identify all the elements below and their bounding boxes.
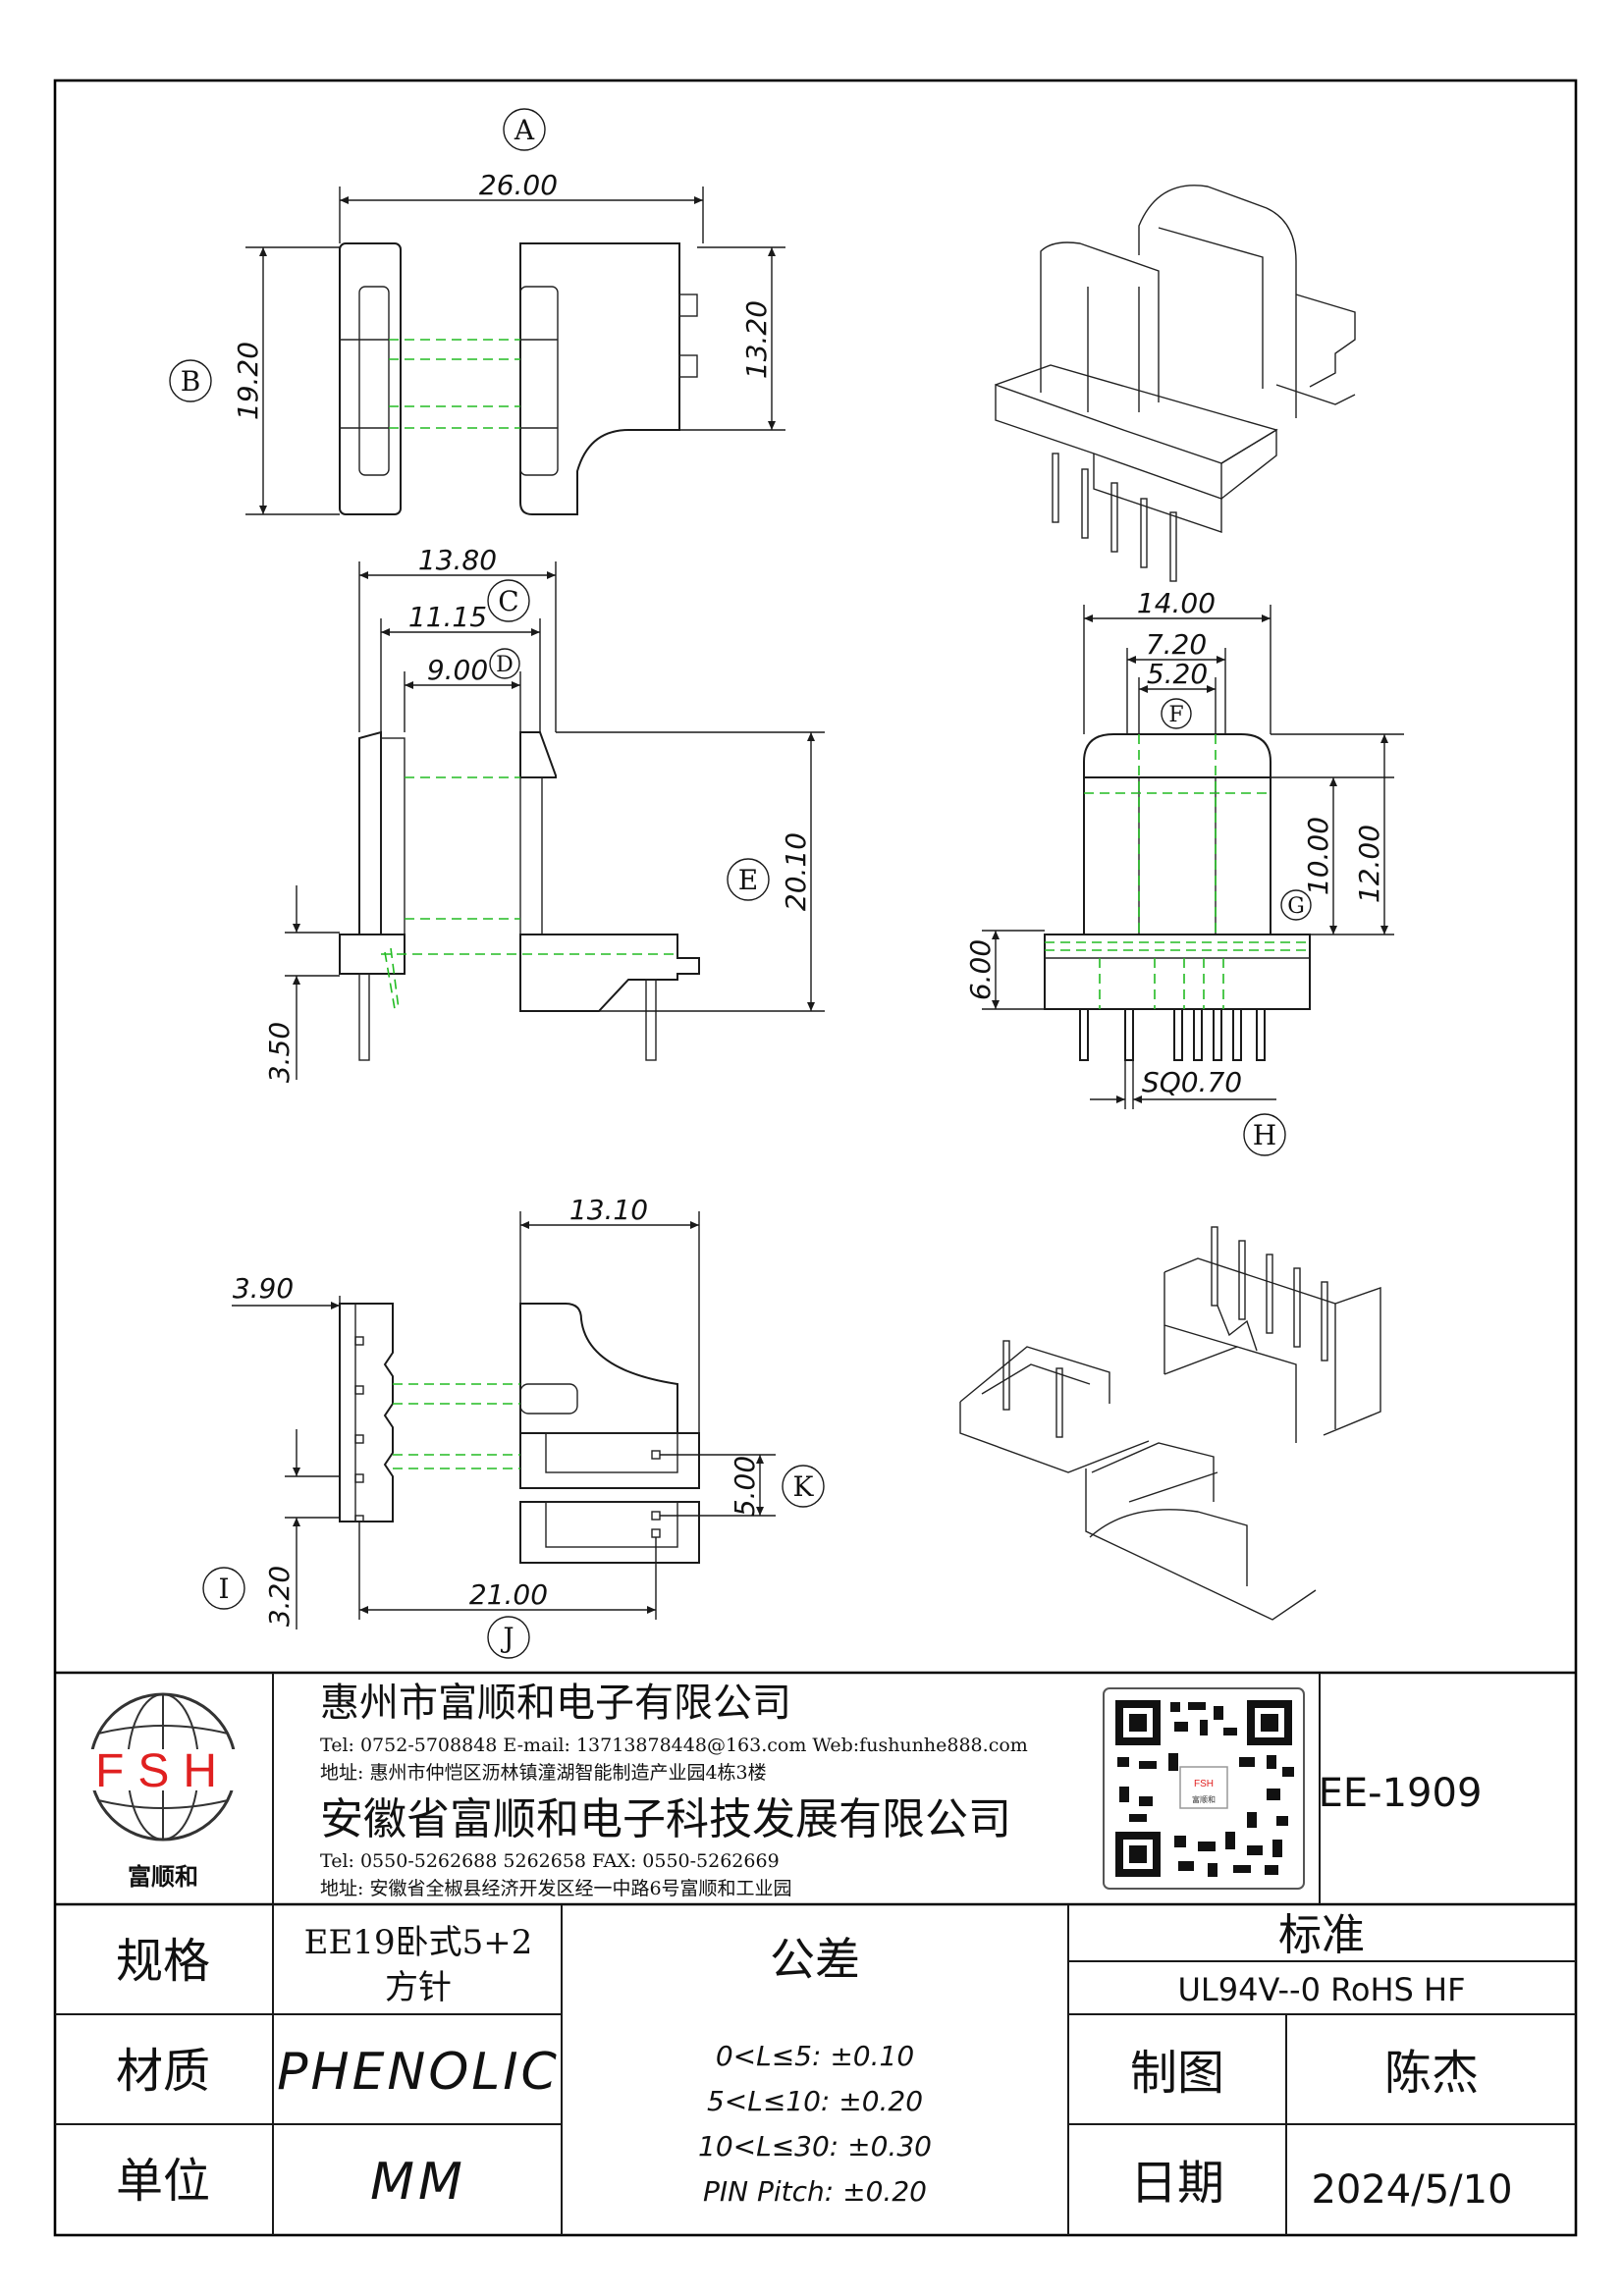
dim-sq: SQ0.70 <box>1142 1066 1242 1098</box>
tolerance-row-4: PIN Pitch: ±0.20 <box>703 2175 927 2208</box>
isometric-view-top <box>995 185 1356 582</box>
label-A: A <box>514 114 535 146</box>
dim-11-15: 11.15 <box>408 601 487 633</box>
dim-7-20: 7.20 <box>1146 628 1207 661</box>
label-C: C <box>498 585 518 617</box>
material-label: 材质 <box>116 2044 210 2099</box>
label-K: K <box>793 1470 815 1503</box>
qr-logo-text: FSH <box>1194 1779 1214 1789</box>
tolerance-label: 公差 <box>770 1933 860 1986</box>
company-name-1: 惠州市富顺和电子有限公司 <box>320 1681 791 1726</box>
label-B: B <box>181 365 201 398</box>
standard-value: UL94V--0 RoHS HF <box>1178 1971 1466 2008</box>
dim-21-00: 21.00 <box>469 1578 548 1611</box>
drawn-value: 陈杰 <box>1384 2046 1479 2101</box>
dim-5-00: 5.00 <box>729 1456 761 1517</box>
sheet-border <box>53 79 1578 2237</box>
logo-name: 富顺和 <box>128 1862 198 1891</box>
top-view: 26.00 19.20 13.20 A B <box>169 108 785 515</box>
dim-19-20: 19.20 <box>232 342 264 420</box>
tolerance-row-1: 0<L≤5: ±0.10 <box>716 2040 914 2072</box>
label-J: J <box>500 1622 514 1654</box>
date-value: 2024/5/10 <box>1311 2167 1512 2213</box>
drawn-label: 制图 <box>1130 2046 1224 2101</box>
qr-logo-name: 富顺和 <box>1192 1794 1216 1804</box>
standard-label: 标准 <box>1278 1910 1365 1960</box>
date-label: 日期 <box>1130 2156 1224 2211</box>
dim-6-00: 6.00 <box>964 939 997 1000</box>
unit-value: MM <box>370 2153 466 2212</box>
front-view: 14.00 7.20 5.20 10.00 12.00 6.00 SQ0.70 … <box>964 587 1404 1156</box>
dim-12-00: 12.00 <box>1353 825 1385 903</box>
dim-3-90: 3.90 <box>233 1272 294 1305</box>
label-G: G <box>1287 894 1305 919</box>
dim-26: 26.00 <box>479 169 558 201</box>
unit-label: 单位 <box>116 2154 210 2209</box>
spec-label: 规格 <box>116 1934 210 1989</box>
tolerance-row-3: 10<L≤30: ±0.30 <box>698 2130 932 2163</box>
label-H: H <box>1253 1119 1276 1151</box>
bottom-view: 13.10 3.90 5.00 3.20 21.00 I J K <box>202 1194 825 1659</box>
spec-value-1: EE19卧式5+2 <box>304 1923 533 1962</box>
spec-value-2: 方针 <box>385 1968 452 2007</box>
dim-14-00: 14.00 <box>1137 587 1216 619</box>
dim-3-50: 3.50 <box>263 1022 296 1083</box>
label-D: D <box>496 653 514 677</box>
dim-20-10: 20.10 <box>780 832 812 911</box>
company-address-1: 地址: 惠州市仲恺区沥林镇潼湖智能制造产业园4栋3楼 <box>320 1762 767 1784</box>
qr-code: FSH 富顺和 <box>1103 1687 1305 1890</box>
dim-3-20: 3.20 <box>263 1566 296 1627</box>
dim-5-20: 5.20 <box>1147 658 1208 690</box>
dim-10-00: 10.00 <box>1302 817 1334 895</box>
isometric-view-bottom <box>959 1226 1381 1621</box>
company-contact-1: Tel: 0752-5708848 E-mail: 13713878448@16… <box>320 1735 1028 1756</box>
label-E: E <box>738 864 758 896</box>
company-contact-2: Tel: 0550-5262688 5262658 FAX: 0550-5262… <box>320 1850 780 1872</box>
label-F: F <box>1168 703 1183 727</box>
dim-13-80: 13.80 <box>418 544 497 576</box>
title-block <box>55 1671 1576 2235</box>
logo-text: FSH <box>95 1745 231 1797</box>
company-address-2: 地址: 安徽省全椒县经济开发区经一中路6号富顺和工业园 <box>320 1878 792 1899</box>
tolerance-row-2: 5<L≤10: ±0.20 <box>707 2085 923 2117</box>
dim-9-00: 9.00 <box>427 654 488 686</box>
label-I: I <box>218 1573 229 1605</box>
side-view: 13.80 11.15 9.00 20.10 3.50 C D E <box>263 544 825 1083</box>
part-number: EE-1909 <box>1319 1771 1483 1816</box>
material-value: PHENOLIC <box>277 2043 560 2102</box>
dim-13-10: 13.10 <box>569 1194 648 1226</box>
dim-13-20: 13.20 <box>740 300 773 379</box>
company-logo: FSH 富顺和 <box>84 1692 242 1891</box>
company-name-2: 安徽省富顺和电子科技发展有限公司 <box>320 1794 1011 1844</box>
